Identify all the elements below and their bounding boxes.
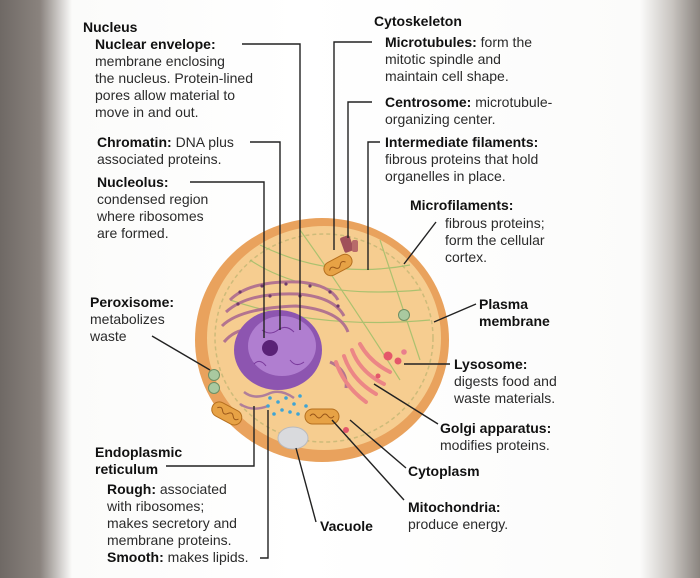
nucleus-heading: Nucleus	[83, 19, 138, 35]
leader-peroxisome	[151, 335, 211, 371]
leader-vacuole	[295, 447, 317, 523]
microtubules-label: Microtubules: form the mitotic spindle a…	[385, 34, 533, 84]
leader-microfilaments	[403, 221, 437, 265]
free-ribosomes	[266, 394, 308, 416]
er-rough-label: Rough: associated with ribosomes; makes …	[107, 481, 237, 548]
microfilaments-desc: fibrous proteins; form the cellular cort…	[445, 215, 545, 265]
leader-cytoplasm	[349, 419, 407, 469]
vacuole-shape	[277, 426, 309, 450]
leader-er-rough	[166, 406, 255, 467]
peroxisomes	[208, 309, 410, 394]
chromatin	[253, 326, 305, 367]
leader-nucleolus	[190, 181, 265, 338]
leader-centrosome	[347, 101, 372, 238]
leader-chromatin	[250, 141, 281, 330]
leader-er-smooth	[260, 410, 269, 559]
centrosome-label: Centrosome: microtubule- organizing cent…	[385, 94, 553, 127]
mitochondria-label: Mitochondria: produce energy.	[408, 499, 509, 532]
nucleus-inner	[248, 316, 316, 376]
intermediate-filaments-label: Intermediate filaments: fibrous proteins…	[385, 134, 539, 184]
nucleolus-label: Nucleolus: condensed region where riboso…	[97, 174, 209, 241]
mitochondria-group	[211, 253, 353, 426]
nuclear-envelope-label: Nuclear envelope: membrane enclosing the…	[95, 36, 253, 120]
leader-mitochondria	[331, 419, 405, 501]
er-smooth-label: Smooth: makes lipids.	[107, 549, 249, 565]
cytoskeleton-heading: Cytoskeleton	[374, 13, 462, 29]
leader-intermediate	[367, 141, 380, 270]
cytoplasm-label: Cytoplasm	[408, 463, 480, 479]
nucleolus	[262, 340, 278, 356]
chromatin-label: Chromatin: DNA plus associated proteins.	[97, 134, 234, 167]
vacuole-label: Vacuole	[320, 518, 373, 534]
golgi-shape	[334, 342, 392, 404]
leader-nuclear-envelope	[242, 43, 301, 330]
cytoskeleton-cortex	[214, 233, 434, 443]
leader-microtubules	[333, 41, 372, 250]
peroxisome-label: Peroxisome: metabolizes waste	[90, 294, 175, 344]
er-ribosomes	[236, 282, 340, 308]
centrosome-shape	[340, 235, 358, 253]
golgi-label: Golgi apparatus: modifies proteins.	[440, 420, 552, 453]
leader-golgi	[373, 383, 439, 425]
smooth-er	[239, 390, 295, 410]
lysosome-label: Lysosome: digests food and waste materia…	[454, 356, 557, 406]
lysosomes	[343, 349, 407, 433]
microfilaments-label: Microfilaments:	[410, 197, 514, 213]
leader-lines	[151, 41, 477, 559]
leader-plasma-membrane	[433, 303, 477, 323]
